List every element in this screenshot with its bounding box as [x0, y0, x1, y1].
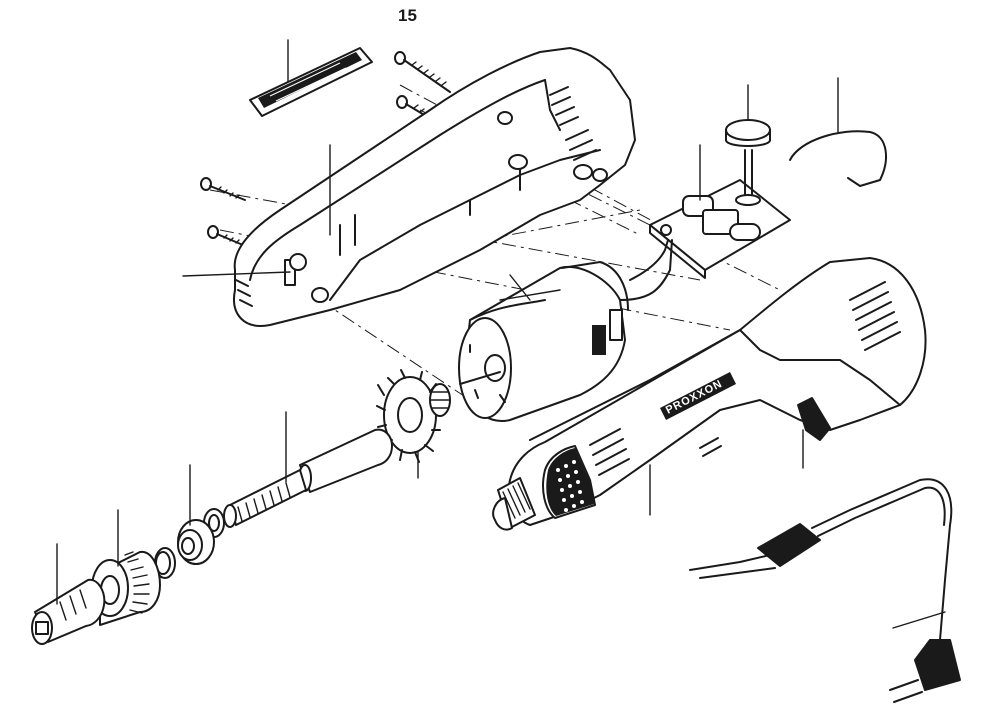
- spindle-shaft: [223, 411, 393, 528]
- tool-body-housing: PROXXON: [492, 257, 927, 531]
- cooling-fan: [376, 369, 451, 479]
- housing-half-shell: [182, 47, 636, 327]
- collet-rings: [154, 464, 225, 579]
- motor: [458, 239, 673, 422]
- drill-chuck: [31, 543, 106, 645]
- housing-screws: [200, 51, 451, 249]
- retaining-clip: [789, 77, 887, 187]
- part-number-label-15: 15: [398, 6, 417, 25]
- rating-plate: [249, 39, 373, 117]
- collet-nut: [91, 509, 161, 626]
- power-cord: [689, 478, 961, 703]
- switch-circuit-board: [649, 84, 791, 279]
